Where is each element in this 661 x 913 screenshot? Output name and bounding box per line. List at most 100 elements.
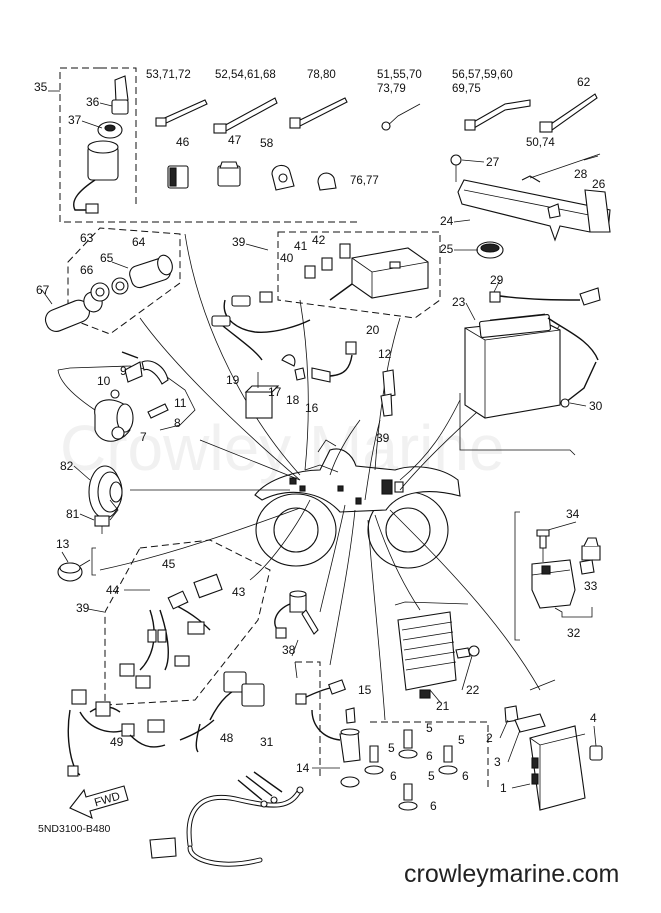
callout-14: 14 <box>296 761 310 775</box>
callout-9: 9 <box>120 364 127 378</box>
horn <box>88 465 123 534</box>
callout-36: 36 <box>86 95 100 109</box>
callout-11: 11 <box>174 396 187 410</box>
callout-27: 27 <box>486 155 500 169</box>
callout-46: 46 <box>176 135 190 149</box>
callout-82: 82 <box>60 459 74 473</box>
callout-49: 49 <box>110 735 124 749</box>
starter-relay <box>531 529 601 618</box>
bands-clamps-row <box>155 93 598 134</box>
callout-48: 48 <box>220 731 234 745</box>
main-switch-key-assembly <box>73 75 129 214</box>
callout-6-d: 6 <box>430 799 437 813</box>
callout-24: 24 <box>440 214 454 228</box>
diagram-code: 5ND3100-B480 <box>38 823 111 835</box>
callout-1: 1 <box>500 781 507 795</box>
battery <box>464 287 601 419</box>
connector-row <box>167 161 337 191</box>
callout-28: 28 <box>574 167 588 181</box>
callout-2: 2 <box>486 731 493 745</box>
callout-23: 23 <box>452 295 466 309</box>
callout-65: 65 <box>100 251 114 265</box>
thermo-switch <box>274 590 319 639</box>
callout-73-79: 73,79 <box>377 83 406 95</box>
callout-33: 33 <box>584 579 598 593</box>
callout-56-57-59-60: 56,57,59,60 <box>452 69 513 81</box>
callout-35: 35 <box>34 80 48 94</box>
callout-39-harness: 39 <box>76 601 90 615</box>
battery-bracket <box>450 153 611 259</box>
callout-leaders <box>41 90 599 789</box>
callout-4: 4 <box>590 711 597 725</box>
leader-lines <box>99 233 561 721</box>
callout-30: 30 <box>589 399 603 413</box>
callout-5-a: 5 <box>426 721 433 735</box>
callout-21: 21 <box>436 699 450 713</box>
callout-16: 16 <box>305 401 319 415</box>
callout-8: 8 <box>174 416 181 430</box>
bolts-washers <box>364 729 458 811</box>
callout-66: 66 <box>80 263 94 277</box>
callout-81: 81 <box>66 507 80 521</box>
grip-assembly <box>44 254 173 332</box>
callout-32: 32 <box>567 626 581 640</box>
callout-15: 15 <box>358 683 372 697</box>
callout-43: 43 <box>232 585 246 599</box>
speed-sensor <box>295 679 361 788</box>
brackets <box>57 365 576 691</box>
rectifier-regulator <box>397 611 480 699</box>
starter-motor <box>57 351 169 442</box>
callout-labels: 35 36 37 53,71,72 52,54,61,68 78,80 51,5… <box>34 69 606 813</box>
callout-31: 31 <box>260 735 274 749</box>
callout-63: 63 <box>80 231 94 245</box>
callout-19: 19 <box>226 373 240 387</box>
callout-42: 42 <box>312 233 326 247</box>
callout-10: 10 <box>97 374 111 388</box>
callout-5-c: 5 <box>458 733 465 747</box>
callout-69-75: 69,75 <box>452 83 481 95</box>
callout-6-a: 6 <box>426 749 433 763</box>
callout-5-d: 5 <box>428 769 435 783</box>
callout-34: 34 <box>566 507 580 521</box>
callout-58: 58 <box>260 136 274 150</box>
callout-6-b: 6 <box>390 769 397 783</box>
callout-12: 12 <box>378 347 392 361</box>
main-wire-harness <box>67 671 304 867</box>
callout-18: 18 <box>286 393 300 407</box>
callout-50-74: 50,74 <box>526 137 555 149</box>
callout-39-fuse: 39 <box>232 235 246 249</box>
callout-45: 45 <box>162 557 176 571</box>
callout-47: 47 <box>228 133 242 147</box>
callout-13: 13 <box>56 537 70 551</box>
cdi-unit <box>504 705 603 811</box>
callout-37: 37 <box>68 113 82 127</box>
neutral-switch <box>57 559 91 582</box>
callout-22: 22 <box>466 683 480 697</box>
website-url[interactable]: crowleymarine.com <box>404 860 619 888</box>
callout-17: 17 <box>268 385 282 399</box>
callout-7: 7 <box>140 430 147 444</box>
fuse-box <box>304 243 429 301</box>
group-outlines <box>59 67 489 790</box>
callout-51-55-70: 51,55,70 <box>377 69 422 81</box>
callout-6-c: 6 <box>462 769 469 783</box>
callout-62: 62 <box>577 75 591 89</box>
callout-25: 25 <box>440 242 454 256</box>
callout-52-54-61-68: 52,54,61,68 <box>215 69 276 81</box>
callout-3: 3 <box>494 755 501 769</box>
callout-40: 40 <box>280 251 294 265</box>
callout-78-80: 78,80 <box>307 69 336 81</box>
callout-64: 64 <box>132 235 146 249</box>
fwd-arrow: FWD <box>69 785 129 819</box>
callout-29: 29 <box>490 273 504 287</box>
callout-20: 20 <box>366 323 380 337</box>
callout-44: 44 <box>106 583 120 597</box>
callout-38: 38 <box>282 643 296 657</box>
callout-39-vehicle: 39 <box>376 431 390 445</box>
callout-53-71-72: 53,71,72 <box>146 69 191 81</box>
callout-41: 41 <box>294 239 308 253</box>
sub-wire-harness <box>119 573 223 689</box>
callout-67: 67 <box>36 283 50 297</box>
